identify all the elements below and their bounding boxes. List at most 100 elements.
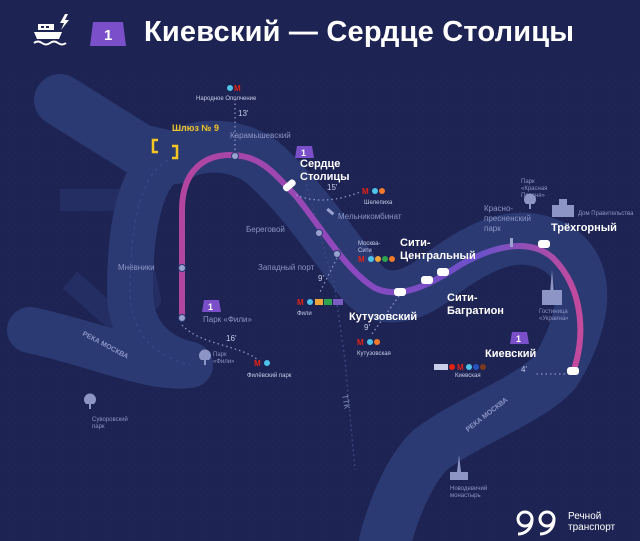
metro-label-narodnoe: Народное Ополчение xyxy=(196,96,257,102)
metro-icon: M xyxy=(457,363,464,372)
minor-pier-krasnopresnensky[interactable]: Красно- пресненский парк xyxy=(484,204,533,247)
brand-name: Речной транспорт xyxy=(568,511,615,533)
landmark-label-hotel-ukraina: Гостиница «Украина» xyxy=(539,309,569,322)
walk-time-kutuzovskaya: 9' xyxy=(364,323,370,332)
metro-shelepikha[interactable]: M Шелепиха xyxy=(362,187,393,206)
pier-label-beregovoy: Береговой xyxy=(246,225,285,234)
pier-label-city-bagration: Сити- Багратион xyxy=(447,292,504,317)
landmark-label-hotel-ukraina-l1: Гостиница xyxy=(539,309,568,315)
landmark-label-white-house: Дом Правительства xyxy=(578,211,634,217)
metro-icon: M xyxy=(362,187,369,196)
river-shore-lines xyxy=(129,157,191,366)
landmark-label-krasnaya-presnya-l2: «Красная xyxy=(521,186,547,192)
landmark-park-fili: Парк «Фили» xyxy=(199,349,235,365)
route-badge-kievsky: 1 xyxy=(510,332,529,344)
lock-label: Шлюз № 9 xyxy=(172,123,219,133)
route-badge-kievsky-number: 1 xyxy=(516,334,521,344)
route-badge-serdtse-number: 1 xyxy=(301,148,306,158)
landmark-label-novodevichy: Новодевичий монастырь xyxy=(450,485,489,499)
landmark-label-park-fili: Парк «Фили» xyxy=(213,352,235,365)
tree-icon xyxy=(524,193,536,209)
pier-label-kievsky: Киевский xyxy=(485,348,536,360)
river-boat-icon xyxy=(33,14,69,46)
pier-label-kutuzovsky: Кутузовский xyxy=(349,311,417,323)
landmark-label-suvorovsky-park-l2: парк xyxy=(92,424,105,430)
metro-label-shelepikha: Шелепиха xyxy=(364,200,393,206)
route-number-badge: 1 xyxy=(90,22,126,46)
route-badge-fili: 1 xyxy=(202,300,221,312)
pier-label-city-central-l2: Центральный xyxy=(400,250,476,262)
walk-time-kievskaya: 4' xyxy=(521,365,527,374)
metro-icon: M xyxy=(358,255,365,264)
walk-time-shelepikha: 15' xyxy=(327,183,338,192)
lightning-icon xyxy=(60,14,69,30)
minor-pier-park-fili[interactable]: Парк «Фили» xyxy=(178,314,253,325)
major-pier-city-bagration[interactable]: Сити- Багратион xyxy=(437,268,504,317)
metro-kievskaya[interactable]: M Киевская xyxy=(434,363,486,379)
brand-line-2: транспорт xyxy=(568,522,616,533)
metro-label-filevsky-park: Филёвский парк xyxy=(247,372,292,379)
landmark-hotel-ukraina: Гостиница «Украина» xyxy=(539,270,569,322)
pier-label-krasnopresnensky: Красно- пресненский парк xyxy=(484,204,533,233)
pier-label-city-central-l1: Сити- xyxy=(400,237,431,249)
minor-pier-karamyshevsky[interactable]: Карамышевский xyxy=(230,131,291,160)
landmark-label-hotel-ukraina-l2: «Украина» xyxy=(539,316,569,322)
landmark-label-novodevichy-l1: Новодевичий xyxy=(450,485,487,492)
river-transport-logo xyxy=(516,510,556,536)
metro-kutuzovskaya[interactable]: M Кутузовская xyxy=(357,338,391,357)
metro-icon: M xyxy=(234,84,241,93)
metro-moskva-siti[interactable]: Москва- Сити M xyxy=(358,241,395,264)
walk-time-fili: 9' xyxy=(318,274,324,283)
pier-label-city-central: Сити- Центральный xyxy=(400,237,476,262)
minor-pier-melnikombinat[interactable]: Мельникомбинат xyxy=(326,207,402,221)
major-pier-kutuzovsky[interactable]: Кутузовский xyxy=(349,288,417,323)
landmark-label-suvorovsky-park-l1: Суворовский xyxy=(92,416,128,423)
tree-icon xyxy=(199,349,211,365)
major-pier-kievsky[interactable]: Киевский xyxy=(485,348,579,375)
tree-icon xyxy=(84,393,96,409)
lock-marker[interactable]: Шлюз № 9 xyxy=(151,123,219,160)
metro-filevsky-park[interactable]: M Филёвский парк xyxy=(247,359,292,379)
metro-icon: M xyxy=(254,359,261,368)
landmark-label-krasnaya-presnya-l3: Пресня» xyxy=(521,193,546,199)
pier-label-karamyshevsky: Карамышевский xyxy=(230,131,291,140)
landmark-label-suvorovsky-park: Суворовский парк xyxy=(92,416,130,430)
landmark-suvorovsky-park: Суворовский парк xyxy=(84,393,130,430)
metro-label-kutuzovskaya: Кутузовская xyxy=(357,351,391,357)
major-pier-serdtse-stolitsy[interactable]: Сердце Столицы xyxy=(282,158,350,193)
landmark-label-novodevichy-l2: монастырь xyxy=(450,493,481,499)
landmark-label-krasnaya-presnya: Парк «Красная Пресня» xyxy=(521,179,549,199)
route-line xyxy=(179,152,584,375)
metro-icon: M xyxy=(357,338,364,347)
header: 1 Киевский — Сердце Столицы xyxy=(0,0,640,72)
ttk-label: ТТК xyxy=(340,394,351,410)
minor-pier-beregovoy[interactable]: Береговой xyxy=(246,225,323,237)
minor-pier-zapadny-port[interactable]: Западный порт xyxy=(258,250,341,273)
landmark-krasnaya-presnya: Парк «Красная Пресня» xyxy=(521,179,549,209)
pier-label-melnikombinat: Мельникомбинат xyxy=(338,212,402,221)
pier-label-krasnopresnensky-l1: Красно- xyxy=(484,204,513,213)
metro-label-moskva-siti-l1: Москва- xyxy=(358,241,380,247)
page-title: Киевский — Сердце Столицы xyxy=(144,16,575,48)
pier-label-serdtse-l1: Сердце xyxy=(300,158,340,170)
major-pier-tryokhgorny[interactable]: Трёхгорный xyxy=(538,222,617,248)
metro-narodnoe-opolchenie[interactable]: M Народное Ополчение xyxy=(196,84,257,102)
landmark-label-park-fili-l2: «Фили» xyxy=(213,359,235,365)
metro-label-moskva-siti-l2: Сити xyxy=(358,248,372,254)
metro-label-fili: Фили xyxy=(297,311,312,317)
walk-path-kutuzovskaya xyxy=(371,295,400,335)
walk-time-filevsky: 16' xyxy=(226,334,237,343)
route-number: 1 xyxy=(104,27,112,44)
landmark-label-krasnaya-presnya-l1: Парк xyxy=(521,179,535,185)
ttk-road xyxy=(299,159,356,471)
metro-fili[interactable]: M Фили xyxy=(297,298,343,317)
pier-label-krasnopresnensky-l3: парк xyxy=(484,224,501,233)
pier-label-mnevniki: Мнёвники xyxy=(118,263,155,272)
landmark-label-park-fili-l1: Парк xyxy=(213,352,227,358)
pier-label-city-bagration-l2: Багратион xyxy=(447,305,504,317)
walk-path-fili xyxy=(319,257,338,293)
landmark-novodevichy: Новодевичий монастырь xyxy=(450,455,489,499)
minor-pier-mnevniki[interactable]: Мнёвники xyxy=(118,263,186,272)
major-pier-city-central[interactable]: Сити- Центральный xyxy=(400,237,476,284)
government-building-icon xyxy=(552,205,574,217)
